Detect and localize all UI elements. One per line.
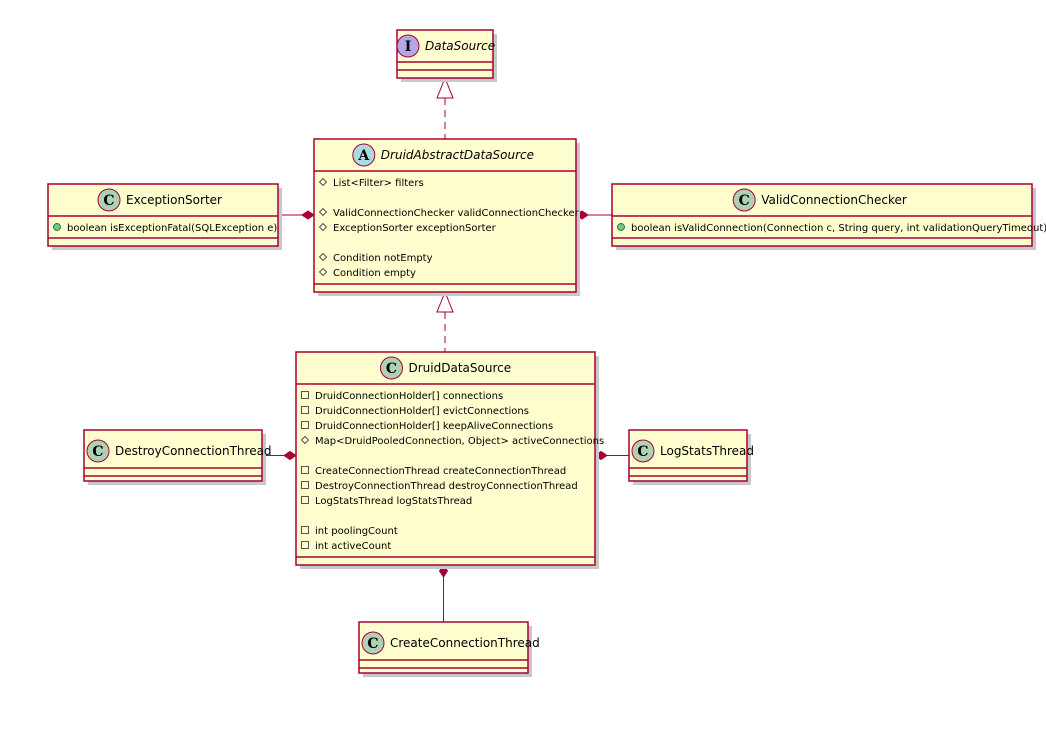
public-icon	[53, 223, 61, 231]
stereotype-letter: I	[405, 39, 412, 55]
protected-icon	[318, 222, 328, 232]
stereotype-circle-icon	[732, 188, 756, 212]
stereotype-letter: C	[637, 444, 648, 460]
member-text: boolean isExceptionFatal(SQLException e)	[67, 223, 277, 234]
class-box	[83, 429, 263, 482]
member-text: ValidConnectionChecker validConnectionCh…	[333, 208, 580, 219]
private-icon	[301, 466, 309, 474]
class-name: DataSource	[425, 39, 495, 53]
class-name: LogStatsThread	[660, 444, 754, 458]
protected-icon	[318, 207, 328, 217]
protected-icon	[318, 177, 328, 187]
private-icon	[301, 541, 309, 549]
member-text: CreateConnectionThread createConnectionT…	[315, 466, 566, 477]
private-icon	[301, 526, 309, 534]
class-name: ExceptionSorter	[126, 193, 222, 207]
public-icon	[617, 223, 625, 231]
class-exsorter[interactable]: C ExceptionSorter boolean isExceptionFatal…	[47, 183, 282, 250]
member-text: Condition notEmpty	[333, 253, 433, 264]
private-icon	[301, 481, 309, 489]
member-text: DruidConnectionHolder[] evictConnections	[315, 406, 529, 417]
class-validchecker[interactable]: C ValidConnectionChecker boolean isValidCo…	[611, 183, 1046, 250]
member-text: ExceptionSorter exceptionSorter	[333, 223, 497, 234]
stereotype-circle-icon	[380, 356, 403, 380]
member-text: Map<DruidPooledConnection, Object> activ…	[315, 436, 604, 447]
stereotype-circle-icon	[86, 439, 110, 463]
member-text: List<Filter> filters	[333, 178, 424, 189]
member-text: Condition empty	[333, 268, 416, 279]
realization-arrow-druid	[436, 290, 454, 313]
protected-icon	[318, 252, 328, 262]
class-name: DruidAbstractDataSource	[381, 148, 534, 162]
member-text: int poolingCount	[315, 526, 398, 537]
private-icon	[301, 496, 309, 504]
class-name: CreateConnectionThread	[390, 636, 540, 650]
member-text: int activeCount	[315, 541, 391, 552]
stereotype-letter: A	[357, 148, 370, 164]
private-icon	[301, 421, 309, 429]
stereotype-letter: C	[386, 361, 397, 377]
composition-diamond-exsorter	[301, 210, 315, 220]
class-name: DestroyConnectionThread	[115, 444, 272, 458]
stereotype-letter: C	[367, 636, 378, 652]
member-text: DruidConnectionHolder[] keepAliveConnect…	[315, 421, 553, 432]
class-datasource[interactable]: I DataSource	[396, 29, 497, 82]
stereotype-circle-icon	[631, 439, 655, 463]
class-druid[interactable]: C DruidDataSourceDruidConnectionHolder[] …	[295, 351, 604, 569]
composition-diamond-destroy	[283, 450, 297, 461]
stereotype-circle-icon	[361, 631, 385, 655]
protected-icon	[300, 435, 310, 445]
member-text: LogStatsThread logStatsThread	[315, 496, 472, 507]
member-text: DruidConnectionHolder[] connections	[315, 391, 503, 402]
class-name: ValidConnectionChecker	[761, 193, 907, 207]
class-box	[358, 621, 529, 674]
stereotype-letter: C	[739, 193, 750, 209]
class-destroy[interactable]: C DestroyConnectionThread	[83, 429, 272, 485]
stereotype-letter: C	[92, 444, 103, 460]
class-box	[611, 183, 1033, 247]
class-box	[295, 351, 596, 566]
private-icon	[301, 391, 309, 399]
protected-icon	[318, 267, 328, 277]
private-icon	[301, 406, 309, 414]
stereotype-letter: C	[103, 193, 114, 209]
class-box	[47, 183, 279, 247]
member-text: boolean isValidConnection(Connection c, …	[631, 223, 1046, 234]
member-text: DestroyConnectionThread destroyConnectio…	[315, 481, 578, 492]
realization-arrow-abstract	[436, 76, 454, 99]
stereotype-circle-icon	[97, 188, 121, 212]
stereotype-circle-icon	[352, 143, 376, 167]
class-create[interactable]: C CreateConnectionThread	[358, 621, 540, 677]
class-name: DruidDataSource	[409, 361, 512, 375]
class-logstats[interactable]: C LogStatsThread	[628, 429, 754, 485]
stereotype-circle-icon	[396, 34, 420, 58]
